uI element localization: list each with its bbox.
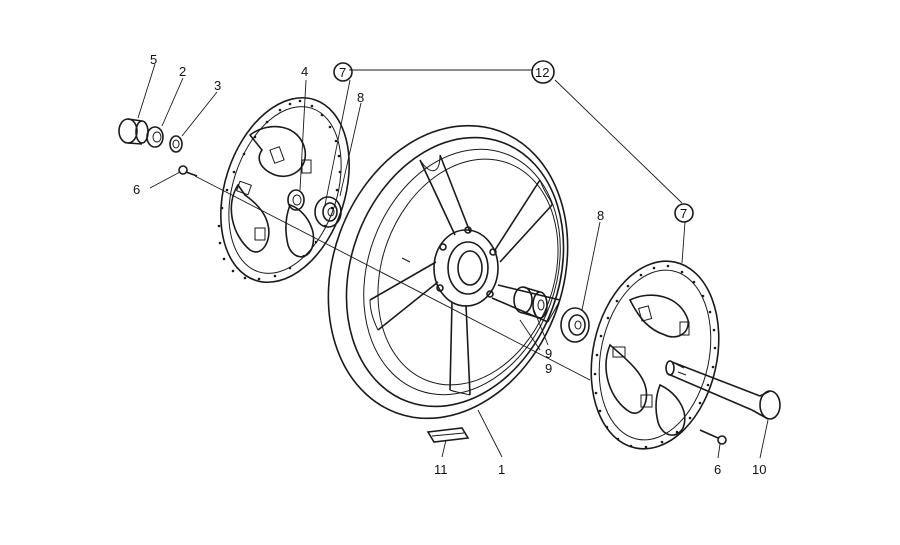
right-brake-disc xyxy=(590,260,720,450)
callout-4: 4 xyxy=(301,64,308,79)
balance-weight-part-11 xyxy=(426,427,470,443)
right-disc-holes xyxy=(593,264,717,449)
bearing-part-8-left xyxy=(314,196,342,228)
spacer-part-4 xyxy=(287,189,305,211)
callout-9-lower: 9 xyxy=(545,361,552,376)
hub-spacer-part-9 xyxy=(513,286,548,319)
axle-part-10 xyxy=(665,360,781,420)
callout-11: 11 xyxy=(434,462,448,477)
callout-8-left: 8 xyxy=(357,90,364,105)
callout-6-right: 6 xyxy=(714,462,721,477)
washer-part-3 xyxy=(169,135,183,153)
left-brake-disc xyxy=(217,96,350,284)
left-disc-holes xyxy=(217,99,342,281)
callout-2: 2 xyxy=(179,64,186,79)
callout-7-top: 7 xyxy=(339,65,346,80)
callout-8-right: 8 xyxy=(597,208,604,223)
callout-12: 12 xyxy=(535,65,549,80)
leader-lines xyxy=(137,63,769,459)
callout-6-left: 6 xyxy=(133,182,140,197)
bolt-part-6-left xyxy=(178,165,198,177)
callout-3: 3 xyxy=(214,78,221,93)
callout-10: 10 xyxy=(752,462,766,477)
callout-labels: 5 2 3 4 7 12 8 6 8 7 9 9 11 1 6 10 xyxy=(133,52,766,477)
nut-part-5 xyxy=(118,118,149,145)
callout-1: 1 xyxy=(498,462,505,477)
wheel-rim-part-1 xyxy=(327,124,569,420)
washer-part-2 xyxy=(146,126,164,148)
callout-7-right: 7 xyxy=(680,206,687,221)
bolt-part-6-right xyxy=(699,429,727,445)
callout-9-upper: 9 xyxy=(545,346,552,361)
bearing-part-8-right xyxy=(560,307,590,343)
callout-5: 5 xyxy=(150,52,157,67)
